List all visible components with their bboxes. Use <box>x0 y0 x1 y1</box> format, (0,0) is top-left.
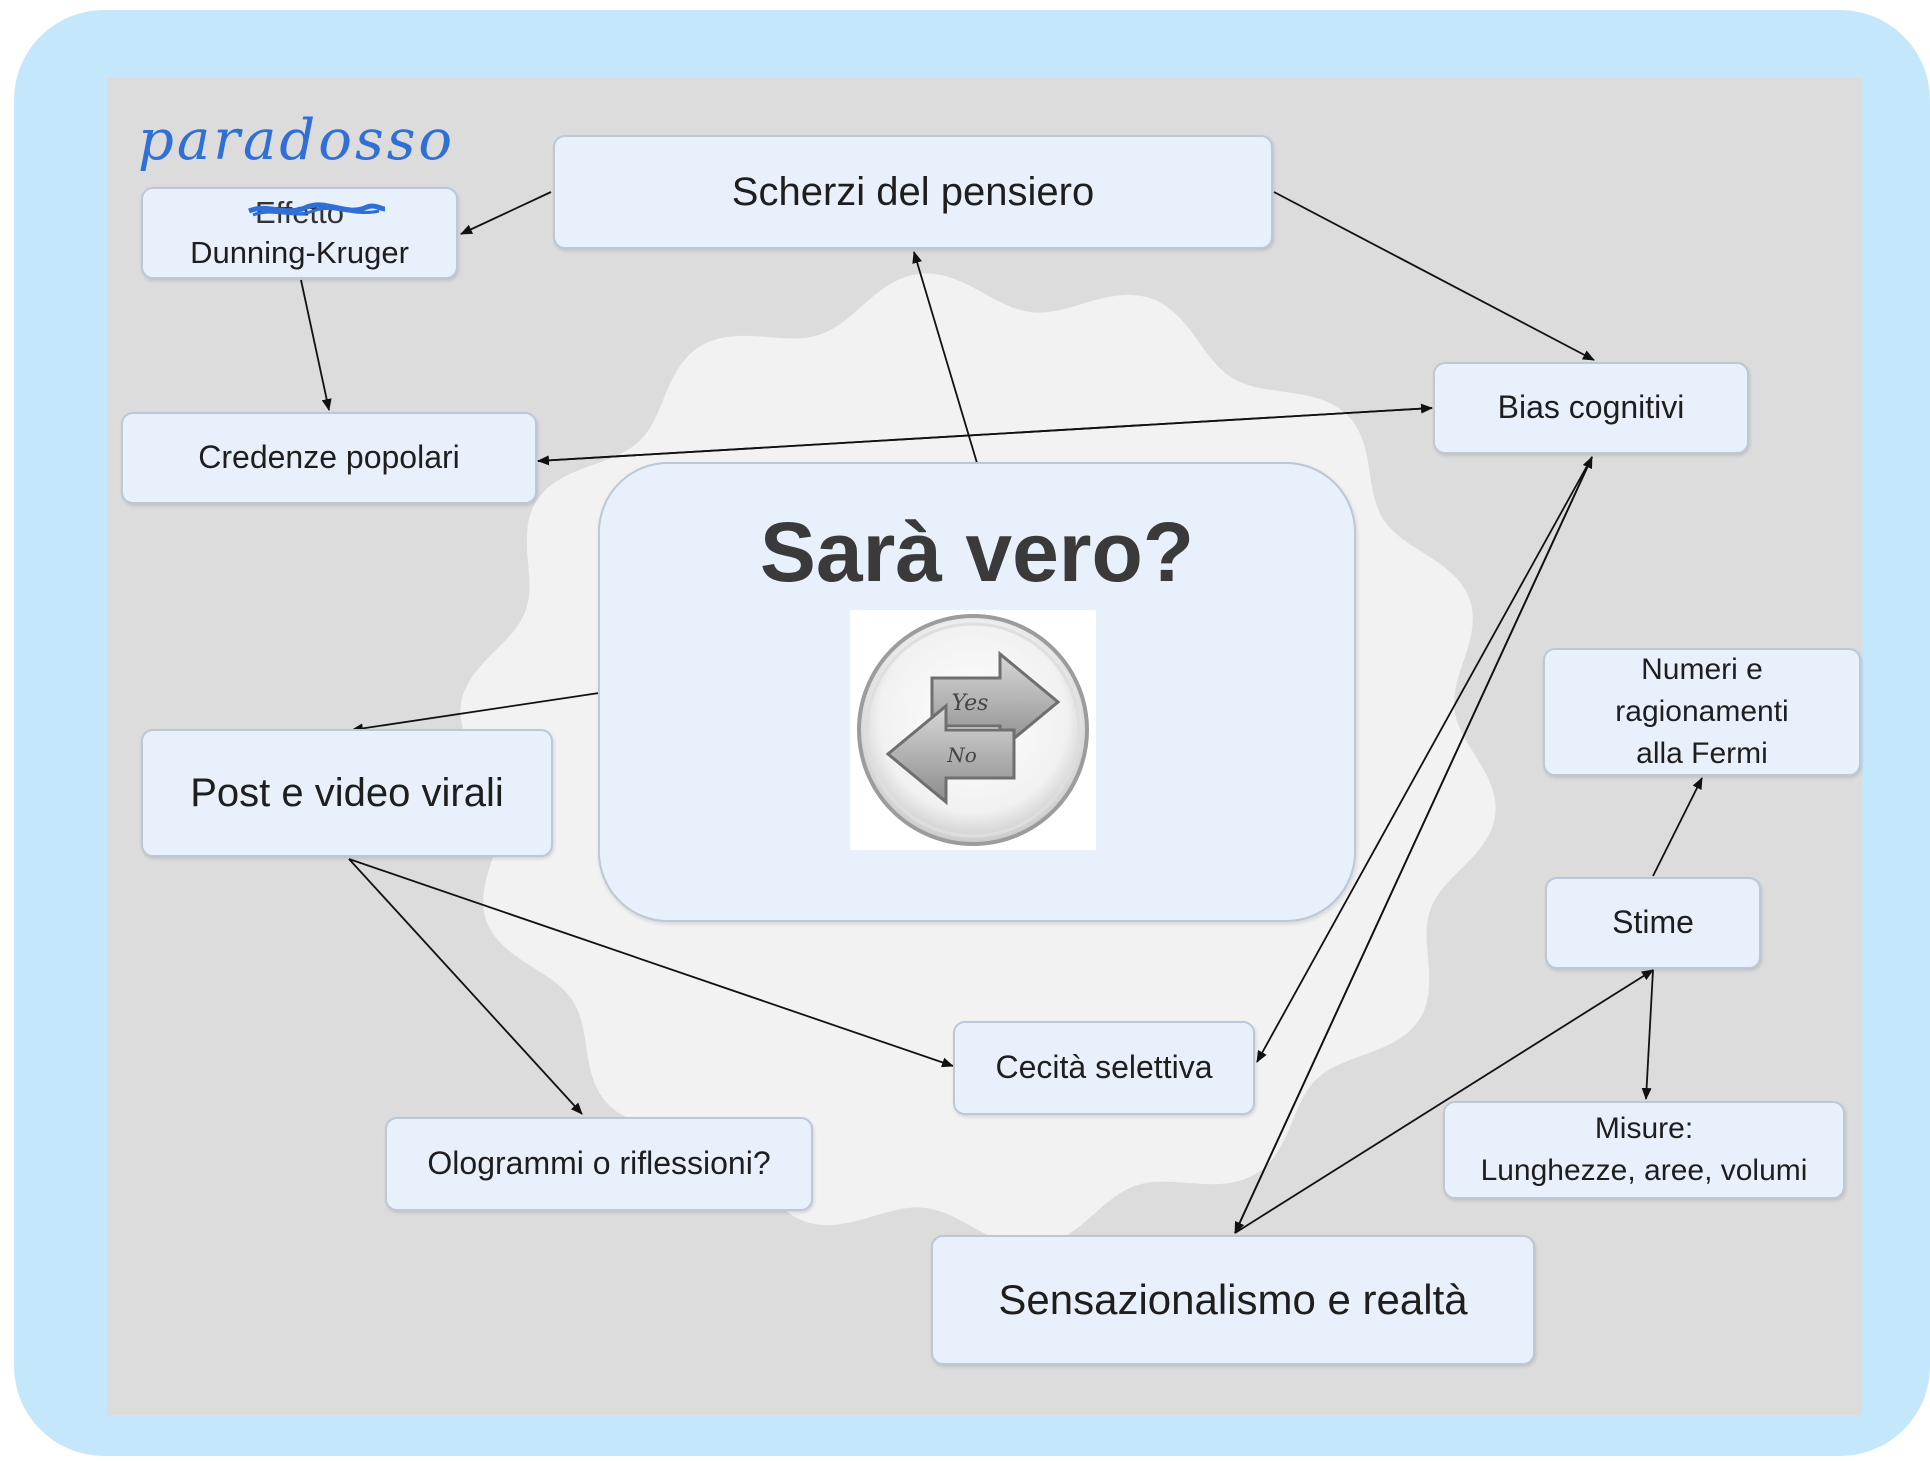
node-label-line: Lunghezze, aree, volumi <box>1480 1154 1808 1187</box>
node-label: Stime <box>1612 904 1694 941</box>
arrow-stime-to-numeri <box>1652 777 1703 877</box>
arrow-credenze-to-bias <box>537 403 1433 462</box>
central-node: Sarà vero? Yes No <box>598 462 1356 922</box>
node-label: Sensazionalismo e realtà <box>998 1275 1468 1323</box>
node-label-line: Misure: <box>1594 1112 1694 1145</box>
node-label-line: alla Fermi <box>1636 737 1768 770</box>
node-cecita-selettiva: Cecità selettiva <box>953 1021 1255 1115</box>
arrow-stime-to-misure <box>1641 969 1654 1100</box>
node-label: Post e video virali <box>190 771 504 815</box>
node-label: Dunning-Kruger <box>190 235 409 270</box>
arrow-bias-to-cecita <box>1256 456 1593 1063</box>
arrow-center-to-post <box>351 692 600 734</box>
svg-text:No: No <box>946 743 977 767</box>
node-misure: Misure: Lunghezze, aree, volumi <box>1443 1101 1845 1199</box>
central-title: Sarà vero? <box>759 505 1195 599</box>
node-post-e-video-virali: Post e video virali <box>141 729 553 857</box>
arrow-scherzi-to-effetto <box>460 191 552 235</box>
struck-word: Effetto <box>247 193 386 233</box>
node-ologrammi-o-riflessioni: Ologrammi o riflessioni? <box>385 1117 813 1211</box>
node-label-line: ragionamenti <box>1615 695 1789 728</box>
node-label: Scherzi del pensiero <box>731 170 1095 214</box>
yes-no-arrows-image: Yes No <box>850 610 1096 850</box>
strikethrough-scribble <box>247 202 386 217</box>
no-arrow-icon <box>885 702 1016 806</box>
node-scherzi-del-pensiero: Scherzi del pensiero <box>553 135 1273 249</box>
arrow-post-to-cecita <box>348 858 954 1068</box>
arrow-scherzi-to-bias <box>1273 191 1595 361</box>
connector-arrows <box>300 191 1703 1234</box>
arrow-center-to-scherzi <box>912 251 978 464</box>
node-effetto-dunning-kruger: Effetto Dunning-Kruger <box>141 187 458 279</box>
node-label: Cecità selettiva <box>995 1049 1213 1086</box>
arrow-post-to-ologrammi <box>348 858 583 1115</box>
node-sensazionalismo-e-realta: Sensazionalismo e realtà <box>931 1235 1535 1365</box>
node-credenze-popolari: Credenze popolari <box>121 412 537 504</box>
node-label: Ologrammi o riflessioni? <box>427 1145 771 1182</box>
node-label: Credenze popolari <box>198 439 460 476</box>
arrow-effetto-to-credenze <box>300 279 332 411</box>
node-label-line: Numeri e <box>1641 653 1763 686</box>
svg-text:Yes: Yes <box>952 691 989 716</box>
arrow-sensazionalismo-to-bias <box>1234 456 1593 1234</box>
node-bias-cognitivi: Bias cognitivi <box>1433 362 1749 454</box>
node-stime: Stime <box>1545 877 1761 969</box>
node-label: Bias cognitivi <box>1497 389 1685 426</box>
arrow-sensazionalismo-to-stime <box>1234 969 1654 1234</box>
node-numeri-ragionamenti-fermi: Numeri e ragionamenti alla Fermi <box>1543 648 1861 776</box>
handwritten-annotation: paradosso <box>138 108 456 173</box>
